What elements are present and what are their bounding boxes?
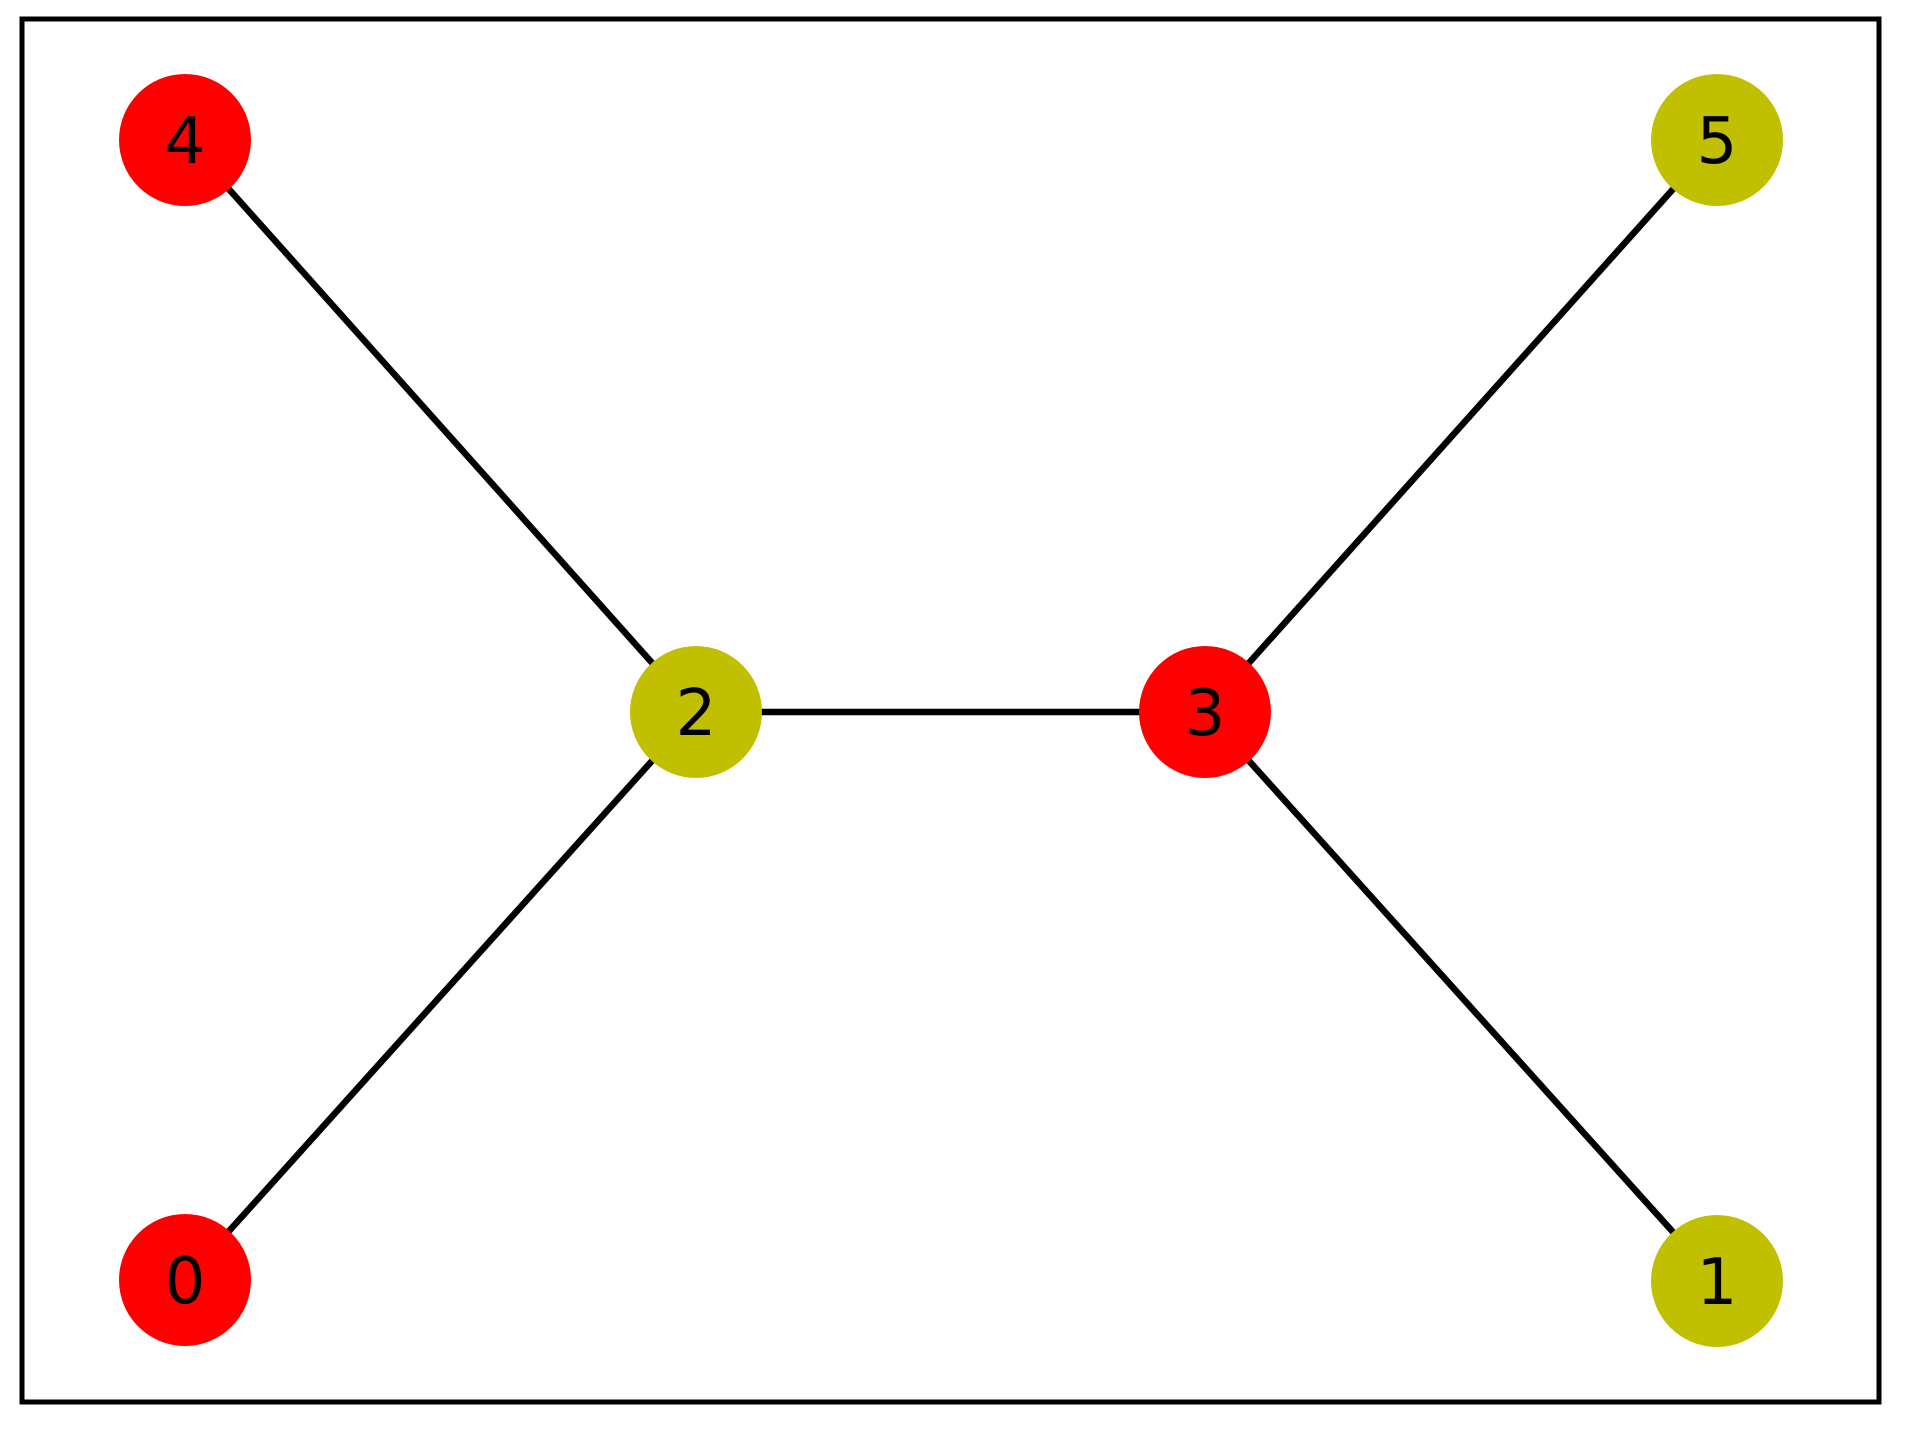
graph-node-label-0: 0 xyxy=(165,1245,206,1319)
graph-node-label-3: 3 xyxy=(1185,677,1226,751)
graph-node-label-1: 1 xyxy=(1697,1246,1738,1320)
graph-node-label-2: 2 xyxy=(676,677,717,751)
graph-node-3 xyxy=(1139,646,1271,778)
graph-edge-4-2 xyxy=(182,137,699,715)
graph-edge-3-1 xyxy=(1202,709,1720,1284)
graph-node-label-4: 4 xyxy=(165,105,206,179)
graph-node-4 xyxy=(119,74,251,206)
graph-node-1 xyxy=(1651,1215,1783,1347)
graph-node-label-5: 5 xyxy=(1697,105,1738,179)
graph-node-0 xyxy=(119,1214,251,1346)
graph-node-5 xyxy=(1651,74,1783,206)
graph-edge-3-5 xyxy=(1202,137,1720,715)
graph-edge-0-2 xyxy=(182,709,699,1283)
graph-node-2 xyxy=(630,646,762,778)
